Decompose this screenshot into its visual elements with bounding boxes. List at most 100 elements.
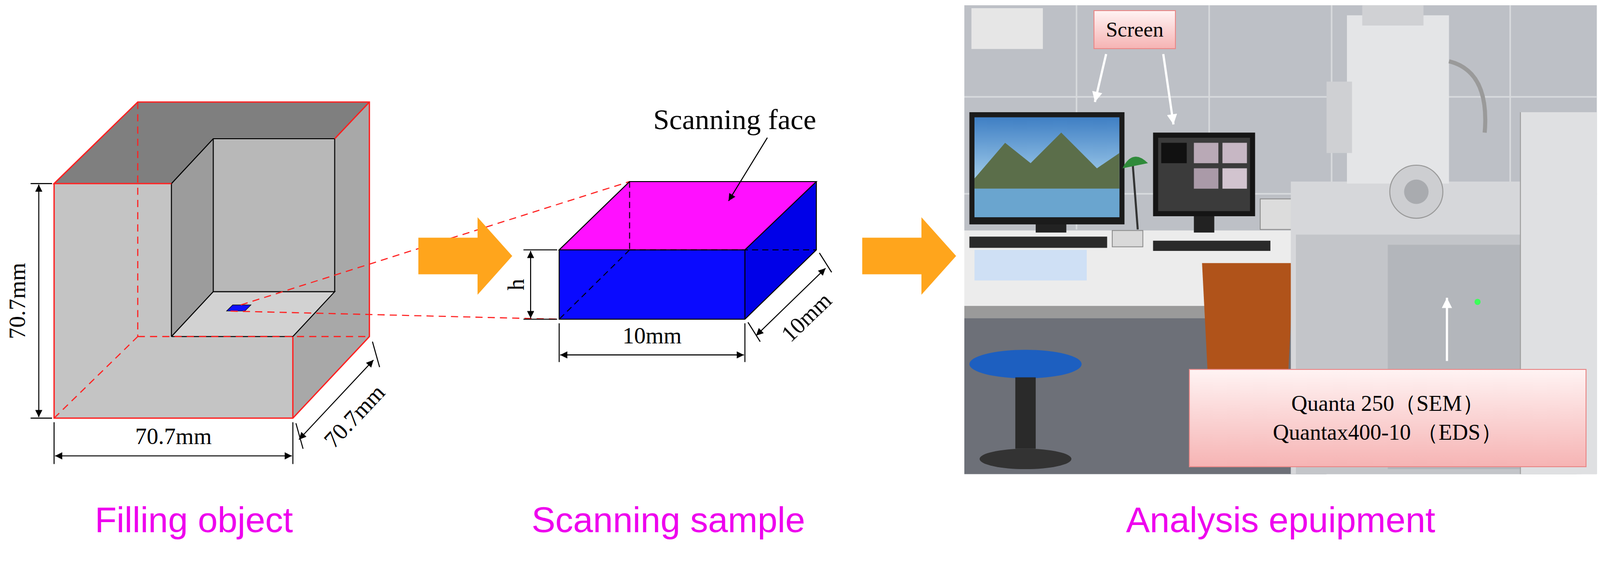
equipment-photo	[964, 5, 1598, 475]
equipment-photo	[1193, 168, 1219, 189]
sample-block	[744, 250, 746, 320]
leader-arrows	[1094, 53, 1107, 103]
cube-figure	[226, 305, 252, 312]
dimension-lines	[38, 184, 40, 418]
flow-arrow	[862, 217, 957, 295]
dimension-lines	[372, 341, 380, 368]
dimension-lines	[54, 455, 292, 457]
panel-caption: Filling object	[94, 499, 294, 541]
cube-figure	[213, 138, 335, 293]
dimension-lines	[30, 417, 53, 419]
dimension-lines	[292, 422, 294, 465]
cube-figure	[230, 311, 560, 320]
dimension-lines	[523, 319, 558, 320]
dimension-label: 70.7mm	[318, 379, 390, 454]
dimension-lines	[819, 253, 832, 273]
dimension-lines	[747, 322, 760, 342]
dimension-lines	[744, 323, 746, 362]
sample-block	[559, 181, 817, 320]
dimension-lines	[295, 423, 304, 450]
sample-block	[559, 250, 745, 320]
sample-block	[559, 181, 817, 251]
equipment-photo	[1346, 15, 1450, 184]
equipment-photo	[1132, 163, 1138, 230]
callout-text: Quanta 250（SEM）	[1291, 389, 1485, 419]
equipment-photo	[971, 8, 1043, 50]
cube-figure	[334, 102, 370, 139]
equipment-photo	[1161, 142, 1187, 163]
sample-block	[559, 181, 817, 320]
equipment-photo	[969, 112, 1125, 225]
equipment-photo	[1122, 156, 1148, 169]
cube-figure	[171, 292, 335, 337]
equipment-photo	[1112, 230, 1144, 248]
dimension-lines	[523, 249, 558, 251]
cube-figure	[171, 138, 335, 337]
panel-caption: Scanning sample	[531, 499, 806, 541]
equipment-photo	[979, 449, 1072, 470]
dimension-lines	[530, 251, 532, 319]
cube-figure	[53, 336, 138, 419]
cube-figure	[137, 102, 139, 337]
equipment-photo	[1389, 165, 1443, 219]
callout-box: Quanta 250（SEM）Quantax400-10 （EDS）	[1188, 369, 1587, 467]
equipment-photo	[974, 250, 1087, 281]
dimension-lines	[53, 422, 55, 465]
cube-figure	[53, 102, 370, 419]
cube-figure	[171, 292, 335, 337]
cube-figure	[53, 102, 370, 419]
equipment-photo	[969, 236, 1107, 248]
sample-block	[559, 250, 630, 320]
leader-arrows	[1163, 53, 1174, 125]
equipment-photo	[964, 96, 1598, 98]
sample-block	[629, 249, 816, 251]
equipment-photo	[974, 188, 1120, 218]
callout-text: Screen	[1106, 15, 1164, 44]
equipment-photo	[974, 117, 1120, 218]
sample-block	[628, 181, 630, 251]
dimension-label: 70.7mm	[135, 423, 213, 451]
equipment-photo	[1362, 5, 1424, 26]
callout-box: Screen	[1093, 10, 1177, 50]
equipment-photo	[964, 5, 1598, 475]
cube-figure	[137, 336, 370, 338]
dimension-label: 10mm	[622, 322, 682, 349]
dimension-label: 10mm	[775, 287, 837, 348]
equipment-photo	[1222, 142, 1248, 163]
flow-arrow	[418, 217, 513, 295]
equipment-photo	[1449, 61, 1486, 133]
equipment-photo	[974, 132, 1120, 189]
dimension-label: h	[503, 279, 530, 291]
part-label: Scanning face	[653, 102, 816, 136]
equipment-photo	[1153, 132, 1256, 217]
dimension-lines	[728, 137, 768, 201]
equipment-photo	[1158, 137, 1251, 212]
equipment-photo	[1509, 5, 1511, 185]
leader-arrows	[1445, 297, 1449, 361]
equipment-photo	[1326, 81, 1353, 153]
leader-arrows	[1094, 53, 1447, 361]
cube-figure	[53, 102, 370, 419]
dimension-lines	[30, 183, 53, 185]
equipment-photo	[1193, 142, 1219, 163]
callout-text: Quantax400-10 （EDS）	[1272, 418, 1503, 448]
dimension-lines	[30, 183, 380, 465]
equipment-photo	[969, 349, 1082, 379]
dimension-lines	[560, 354, 744, 356]
cube-figure	[292, 336, 294, 419]
sample-block	[559, 181, 817, 320]
panel-caption: Analysis epuipment	[1125, 499, 1436, 541]
equipment-photo	[1474, 298, 1481, 306]
equipment-photo	[1015, 377, 1036, 449]
equipment-photo	[1403, 179, 1429, 205]
cube-figure	[171, 138, 335, 337]
dimension-label: 70.7mm	[3, 262, 31, 340]
cube-figure	[212, 138, 214, 293]
cube-figure	[53, 102, 630, 419]
sample-block	[559, 181, 817, 320]
equipment-photo	[1222, 168, 1248, 189]
dimension-lines	[558, 323, 560, 362]
equipment-photo	[1201, 263, 1294, 383]
